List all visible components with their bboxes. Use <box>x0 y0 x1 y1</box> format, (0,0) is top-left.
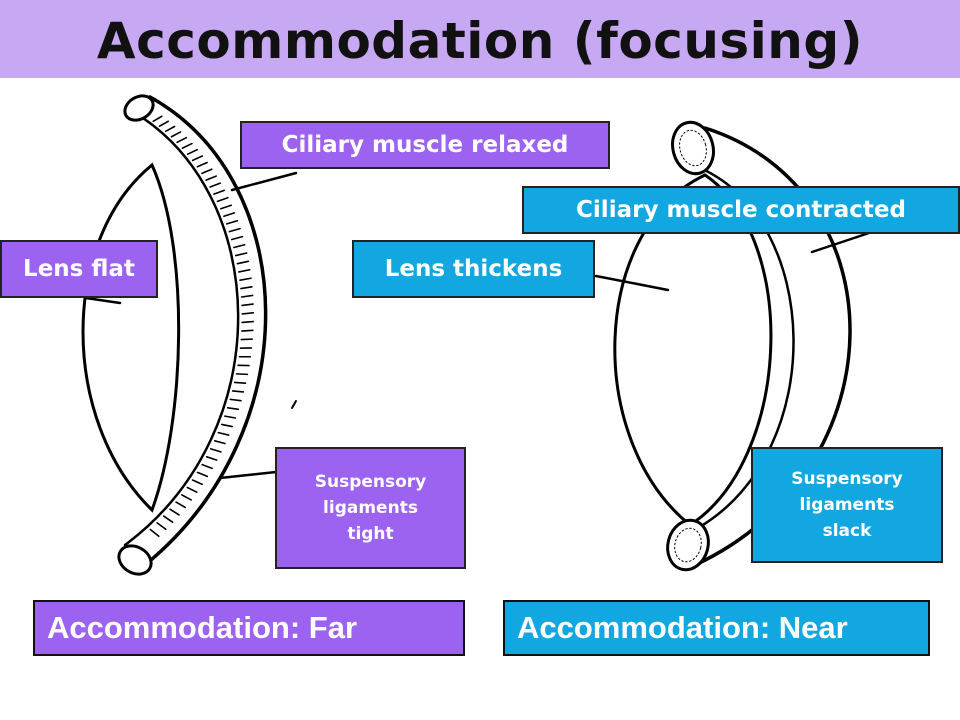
ciliary-fibre <box>217 431 230 436</box>
near-diagram <box>594 120 874 572</box>
ciliary-fibre <box>220 423 233 428</box>
ciliary-fibre <box>209 182 222 188</box>
ciliary-fibre <box>181 494 192 501</box>
ciliary-fibre <box>158 120 170 128</box>
ciliary-fibre <box>225 219 239 225</box>
ciliary-fibre <box>156 522 167 531</box>
ciliary-fibre <box>213 189 225 195</box>
ciliary-fibre <box>209 448 222 453</box>
far-ciliary-label: Ciliary muscle relaxed <box>240 121 610 169</box>
ciliary-fibre <box>233 381 247 384</box>
ciliary-fibre <box>234 252 248 257</box>
ciliary-fibre <box>224 415 237 419</box>
ciliary-fibre <box>170 131 182 138</box>
near-ciliary-leader <box>810 230 874 254</box>
ciliary-fibre <box>231 390 245 393</box>
ciliary-fibre <box>229 398 242 402</box>
ciliary-fibre <box>240 285 253 290</box>
ciliary-fibre <box>241 311 255 315</box>
ciliary-fibre <box>238 268 251 273</box>
ciliary-fibre <box>233 243 246 249</box>
title-band <box>0 0 960 78</box>
ciliary-fibre <box>236 260 250 265</box>
ciliary-fibre <box>149 528 160 538</box>
ciliary-fibre <box>196 161 208 168</box>
ciliary-fibre <box>186 148 199 155</box>
ciliary-fibre <box>201 168 213 175</box>
near-ligament-line-1: Suspensory <box>791 469 903 489</box>
near-ligament-line-3: slack <box>822 521 872 541</box>
near-lens-label: Lens thickens <box>352 240 595 298</box>
near-caption: Accommodation: Near <box>503 600 930 656</box>
far-ligament-label: Suspensory ligaments tight <box>275 447 466 569</box>
far-tick-mark <box>291 400 297 409</box>
ciliary-fibre <box>205 456 218 461</box>
far-caption: Accommodation: Far <box>33 600 465 656</box>
ciliary-fibre <box>241 303 254 307</box>
ciliary-fibre <box>226 406 240 411</box>
ciliary-fibre <box>162 515 174 523</box>
far-ciliary-outer <box>143 95 268 567</box>
ciliary-fibre <box>169 508 180 516</box>
far-ring-bottom <box>117 544 153 576</box>
far-lens-label: Lens flat <box>0 240 158 298</box>
near-lens-leader <box>594 274 670 292</box>
ciliary-fibre <box>241 329 254 332</box>
ciliary-fibre <box>223 212 236 218</box>
far-ciliary-leader <box>230 171 298 192</box>
near-ligament-line-2: ligaments <box>799 495 895 515</box>
far-ligament-line-1: Suspensory <box>314 472 427 492</box>
ciliary-fibre <box>181 142 193 149</box>
near-ring-top <box>671 120 715 176</box>
far-lens-leader <box>84 296 122 305</box>
far-ligament-line-3: tight <box>347 524 394 544</box>
near-ligament-label: Suspensory ligaments slack <box>751 447 943 563</box>
ciliary-fibre <box>228 227 241 233</box>
ciliary-fibre <box>205 175 217 181</box>
ciliary-fibre <box>201 463 213 470</box>
far-lens <box>81 162 181 513</box>
ciliary-fibre <box>176 136 188 144</box>
ciliary-fibre <box>196 471 209 478</box>
ciliary-fibre <box>175 501 187 509</box>
slide-title: Accommodation (focusing) <box>96 12 864 70</box>
ciliary-fibre <box>230 235 244 241</box>
near-ciliary-label: Ciliary muscle contracted <box>522 186 960 234</box>
far-ciliary-inner <box>123 108 240 547</box>
far-ligament-line-2: ligaments <box>323 498 418 518</box>
near-ring-bottom <box>666 518 710 572</box>
far-ligament-leader <box>218 470 278 480</box>
ciliary-fibre <box>152 115 163 123</box>
far-ring-top <box>123 94 155 122</box>
ciliary-fibre <box>191 155 204 162</box>
ciliary-fibre <box>191 479 204 486</box>
ciliary-fibre <box>239 277 252 282</box>
ciliary-fibre <box>216 196 229 203</box>
ciliary-fibre <box>220 204 233 210</box>
ciliary-fibre <box>241 320 254 324</box>
ciliary-fibre <box>186 486 198 493</box>
ciliary-fibre <box>164 125 176 133</box>
ciliary-fibre <box>240 294 254 298</box>
ciliary-fibre <box>213 439 226 445</box>
